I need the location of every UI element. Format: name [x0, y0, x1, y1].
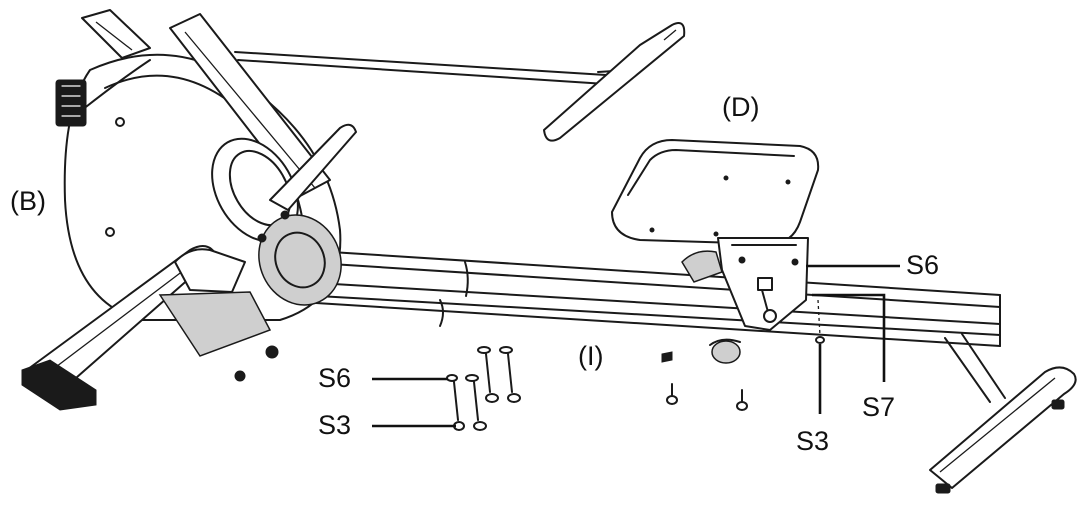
screw [736, 389, 748, 411]
label-b: (B) [10, 186, 46, 216]
label-d: (D) [722, 92, 760, 122]
screw [465, 374, 487, 431]
handle-bar [234, 22, 686, 142]
label-s6-right: S6 [906, 250, 940, 280]
screw [446, 374, 465, 431]
rear-stabilizer [929, 333, 1077, 494]
screw [666, 383, 678, 405]
seat-bracket [681, 237, 809, 364]
screw [477, 346, 499, 403]
screw [499, 346, 521, 403]
label-s7: S7 [862, 392, 896, 422]
label-s3-left: S3 [318, 410, 352, 440]
main-rail [299, 249, 1001, 347]
seat [611, 139, 820, 245]
screw [815, 299, 825, 344]
leader-s7 [812, 293, 886, 382]
pulley-wheel [211, 123, 357, 306]
loose-hardware [446, 299, 825, 431]
label-s6-left: S6 [318, 363, 352, 393]
label-i: (I) [578, 341, 604, 371]
label-s3-right: S3 [796, 426, 830, 456]
front-stabilizer [21, 245, 279, 411]
